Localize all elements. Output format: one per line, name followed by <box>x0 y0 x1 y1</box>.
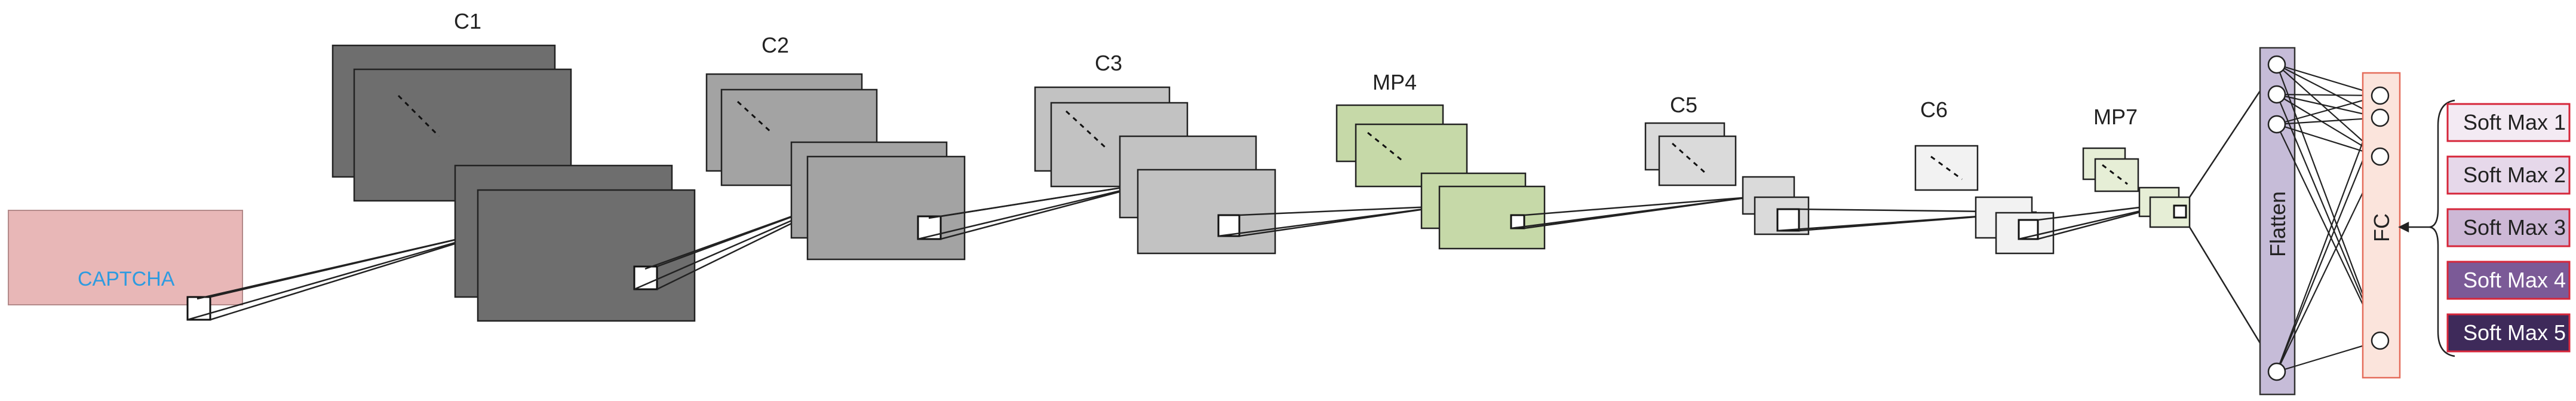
layer-mp7: MP7 <box>2082 105 2191 228</box>
flatten-node <box>2267 85 2286 104</box>
layer-c2: C2 <box>705 33 966 261</box>
softmax-outputs: Soft Max 1 Soft Max 2 Soft Max 3 Soft Ma… <box>2446 103 2571 353</box>
connections-mp4-c5 <box>1510 196 1751 229</box>
connections-c3-mp4 <box>1218 205 1446 237</box>
mp4-receptive-field <box>1510 214 1525 229</box>
flatten-nodes <box>2267 55 2286 381</box>
layer-c3-label: C3 <box>1095 51 1122 75</box>
softmax-output-5: Soft Max 5 <box>2446 313 2571 353</box>
layer-c5-label: C5 <box>1670 93 1697 117</box>
layer-c6-label: C6 <box>1920 97 1948 122</box>
flatten-label: Flatten <box>2265 191 2290 257</box>
fc-node <box>2371 331 2390 350</box>
fc-label: FC <box>2369 213 2394 242</box>
layer-c3: C3 <box>1034 51 1276 255</box>
c3-receptive-field <box>1217 214 1241 237</box>
fc-node <box>2371 147 2390 166</box>
flatten-layer: Flatten <box>2259 47 2296 396</box>
softmax-output-1: Soft Max 1 <box>2446 103 2571 142</box>
layer-c2-label: C2 <box>762 33 789 57</box>
softmax-output-2: Soft Max 2 <box>2446 155 2571 195</box>
c1-receptive-field <box>633 265 658 290</box>
softmax-1-label: Soft Max 1 <box>2463 110 2566 134</box>
layer-mp4-label: MP4 <box>1373 70 1417 94</box>
softmax-output-3: Soft Max 3 <box>2446 208 2571 247</box>
layer-c5: C5 <box>1644 93 1810 235</box>
layer-mp7-label: MP7 <box>2093 105 2138 129</box>
c5-receptive-field <box>1776 208 1800 232</box>
mp7-receptive-field <box>2173 204 2187 219</box>
softmax-5-label: Soft Max 5 <box>2463 320 2566 345</box>
output-brace <box>2429 99 2455 357</box>
layer-c6: C6 <box>1914 97 2055 255</box>
flatten-rect <box>2259 47 2296 396</box>
fc-nodes <box>2371 86 2390 350</box>
softmax-3-label: Soft Max 3 <box>2463 215 2566 240</box>
captcha-input-block: CAPTCHA <box>8 210 243 321</box>
flatten-node <box>2267 115 2286 134</box>
flatten-node <box>2267 362 2286 381</box>
flatten-node <box>2267 55 2286 74</box>
layer-c1-label: C1 <box>454 9 481 33</box>
fc-node <box>2371 86 2390 105</box>
fc-layer: FC <box>2362 72 2401 379</box>
softmax-4-label: Soft Max 4 <box>2463 268 2566 292</box>
captcha-label: CAPTCHA <box>78 268 175 290</box>
softmax-output-4: Soft Max 4 <box>2446 261 2571 300</box>
fc-to-outputs <box>2398 99 2455 357</box>
layer-c1: C1 <box>331 9 696 322</box>
fc-node <box>2371 108 2390 127</box>
layer-mp4: MP4 <box>1335 70 1546 250</box>
softmax-2-label: Soft Max 2 <box>2463 163 2566 187</box>
captcha-rect <box>8 210 243 305</box>
